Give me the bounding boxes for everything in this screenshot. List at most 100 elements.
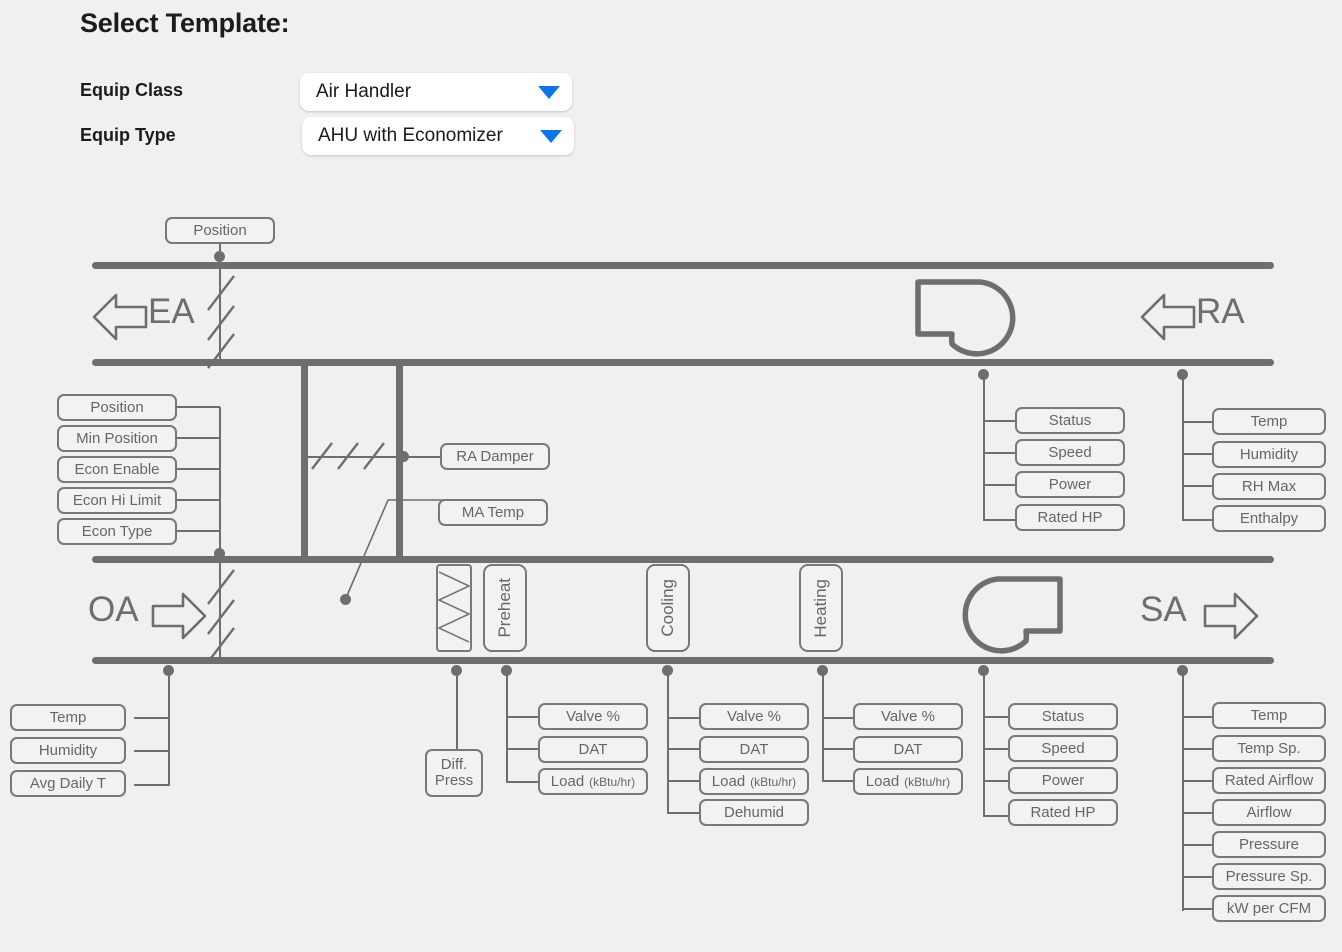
equip-class-value: Air Handler (316, 81, 530, 103)
pill-label: Pressure (1239, 836, 1299, 853)
pill-exhaust-damper-position[interactable]: Position (165, 217, 275, 244)
pill-heating-load[interactable]: Load (kBtu/hr) (853, 768, 963, 795)
pill-return-air-enthalpy[interactable]: Enthalpy (1212, 505, 1326, 532)
pill-cooling-load[interactable]: Load (kBtu/hr) (699, 768, 809, 795)
supply-air-tree-branch (1182, 716, 1214, 718)
pill-label: Position (193, 222, 246, 239)
pill-label: Humidity (39, 742, 97, 759)
pill-return-fan-power[interactable]: Power (1015, 471, 1125, 498)
pill-preheat-load[interactable]: Load (kBtu/hr) (538, 768, 648, 795)
pill-oa-min-position[interactable]: Min Position (57, 425, 177, 452)
return-air-arrow-icon (1140, 292, 1196, 342)
pill-outside-air-avg-daily-t[interactable]: Avg Daily T (10, 770, 126, 797)
pill-label: Rated Airflow (1225, 772, 1313, 789)
pill-label: Econ Hi Limit (73, 492, 161, 509)
supply-air-tree-branch (1182, 844, 1214, 846)
pill-return-fan-speed[interactable]: Speed (1015, 439, 1125, 466)
return-fan-tree-branch (983, 452, 1017, 454)
pill-supply-air-temp-sp[interactable]: Temp Sp. (1212, 735, 1326, 762)
pill-label: Rated HP (1030, 804, 1095, 821)
equip-type-select[interactable]: AHU with Economizer (302, 117, 574, 155)
supply-air-tree-branch (1182, 812, 1214, 814)
pill-cooling-dehumid[interactable]: Dehumid (699, 799, 809, 826)
pill-supply-fan-power[interactable]: Power (1008, 767, 1118, 794)
pill-label: RA Damper (456, 448, 534, 465)
pill-return-fan-rated-hp[interactable]: Rated HP (1015, 504, 1125, 531)
pill-label: DAT (740, 741, 769, 758)
oa-damper-tree-branch (176, 468, 220, 470)
coil-heating[interactable]: Heating (799, 564, 843, 652)
pill-supply-air-temp[interactable]: Temp (1212, 702, 1326, 729)
pill-ma-temp[interactable]: MA Temp (438, 499, 548, 526)
supply-fan-icon (948, 573, 1066, 655)
pill-label: Speed (1048, 444, 1091, 461)
pill-oa-econ-enable[interactable]: Econ Enable (57, 456, 177, 483)
equip-class-select[interactable]: Air Handler (300, 73, 572, 111)
pill-label: Temp (1251, 707, 1288, 724)
pill-label: kW per CFM (1227, 900, 1311, 917)
coil-cooling[interactable]: Cooling (646, 564, 690, 652)
pill-return-air-temp[interactable]: Temp (1212, 408, 1326, 435)
pill-preheat-dat[interactable]: DAT (538, 736, 648, 763)
oa-damper-tree-branch (176, 499, 220, 501)
ra-damper-blades-icon (306, 437, 402, 479)
page-title: Select Template: (80, 8, 289, 39)
pill-supply-air-rated-airflow[interactable]: Rated Airflow (1212, 767, 1326, 794)
return-fan-icon (912, 276, 1030, 358)
oa-damper-tree-branch (176, 406, 220, 408)
pill-label: DAT (894, 741, 923, 758)
supply-air-arrow-icon (1203, 591, 1259, 641)
pill-outside-air-humidity[interactable]: Humidity (10, 737, 126, 764)
preheat-tree-branch (506, 781, 540, 783)
pill-supply-air-pressure-sp[interactable]: Pressure Sp. (1212, 863, 1326, 890)
outside-air-arrow-icon (151, 591, 207, 641)
pill-label: Temp Sp. (1237, 740, 1300, 757)
pill-supply-air-airflow[interactable]: Airflow (1212, 799, 1326, 826)
return-fan-tree-branch (983, 420, 1017, 422)
pill-outside-air-temp[interactable]: Temp (10, 704, 126, 731)
return-air-tree-branch (1182, 453, 1214, 455)
pill-oa-position[interactable]: Position (57, 394, 177, 421)
outside-air-tree-spine (168, 671, 170, 786)
pill-ra-damper[interactable]: RA Damper (440, 443, 550, 470)
outside-air-label: OA (88, 590, 139, 630)
pill-supply-air-kw-per-cfm[interactable]: kW per CFM (1212, 895, 1326, 922)
coil-label: Cooling (658, 579, 678, 637)
pill-label: Position (90, 399, 143, 416)
pill-oa-econ-hi-limit[interactable]: Econ Hi Limit (57, 487, 177, 514)
pill-label: Status (1042, 708, 1085, 725)
oa-damper-tree-branch (176, 437, 220, 439)
pill-label-line2: Press (435, 773, 473, 789)
pill-label: Dehumid (724, 804, 784, 821)
pill-label: Speed (1041, 740, 1084, 757)
pill-cooling-valve[interactable]: Valve % (699, 703, 809, 730)
return-air-tree-branch (1182, 485, 1214, 487)
coil-preheat[interactable]: Preheat (483, 564, 527, 652)
pill-cooling-dat[interactable]: DAT (699, 736, 809, 763)
pill-label-units: (kBtu/hr) (589, 775, 635, 789)
return-fan-tree-spine (983, 375, 985, 521)
pill-supply-fan-rated-hp[interactable]: Rated HP (1008, 799, 1118, 826)
pill-preheat-valve[interactable]: Valve % (538, 703, 648, 730)
pill-filter-diff-press[interactable]: Diff. Press (425, 749, 483, 797)
pill-return-air-rh-max[interactable]: RH Max (1212, 473, 1326, 500)
cooling-tree-branch (667, 717, 701, 719)
heating-tree-spine (822, 671, 824, 782)
pill-label: Avg Daily T (30, 775, 106, 792)
pill-supply-fan-status[interactable]: Status (1008, 703, 1118, 730)
pill-heating-valve[interactable]: Valve % (853, 703, 963, 730)
pill-oa-econ-type[interactable]: Econ Type (57, 518, 177, 545)
pill-supply-air-pressure[interactable]: Pressure (1212, 831, 1326, 858)
pill-label-units: (kBtu/hr) (904, 775, 950, 789)
pill-label: Enthalpy (1240, 510, 1298, 527)
pill-heating-dat[interactable]: DAT (853, 736, 963, 763)
pill-return-air-humidity[interactable]: Humidity (1212, 441, 1326, 468)
pill-label: Pressure Sp. (1226, 868, 1313, 885)
preheat-tree-branch (506, 716, 540, 718)
duct-mixing-top (92, 359, 1274, 366)
preheat-tree-spine (506, 671, 508, 782)
pill-label: Temp (50, 709, 87, 726)
pill-supply-fan-speed[interactable]: Speed (1008, 735, 1118, 762)
pill-return-fan-status[interactable]: Status (1015, 407, 1125, 434)
